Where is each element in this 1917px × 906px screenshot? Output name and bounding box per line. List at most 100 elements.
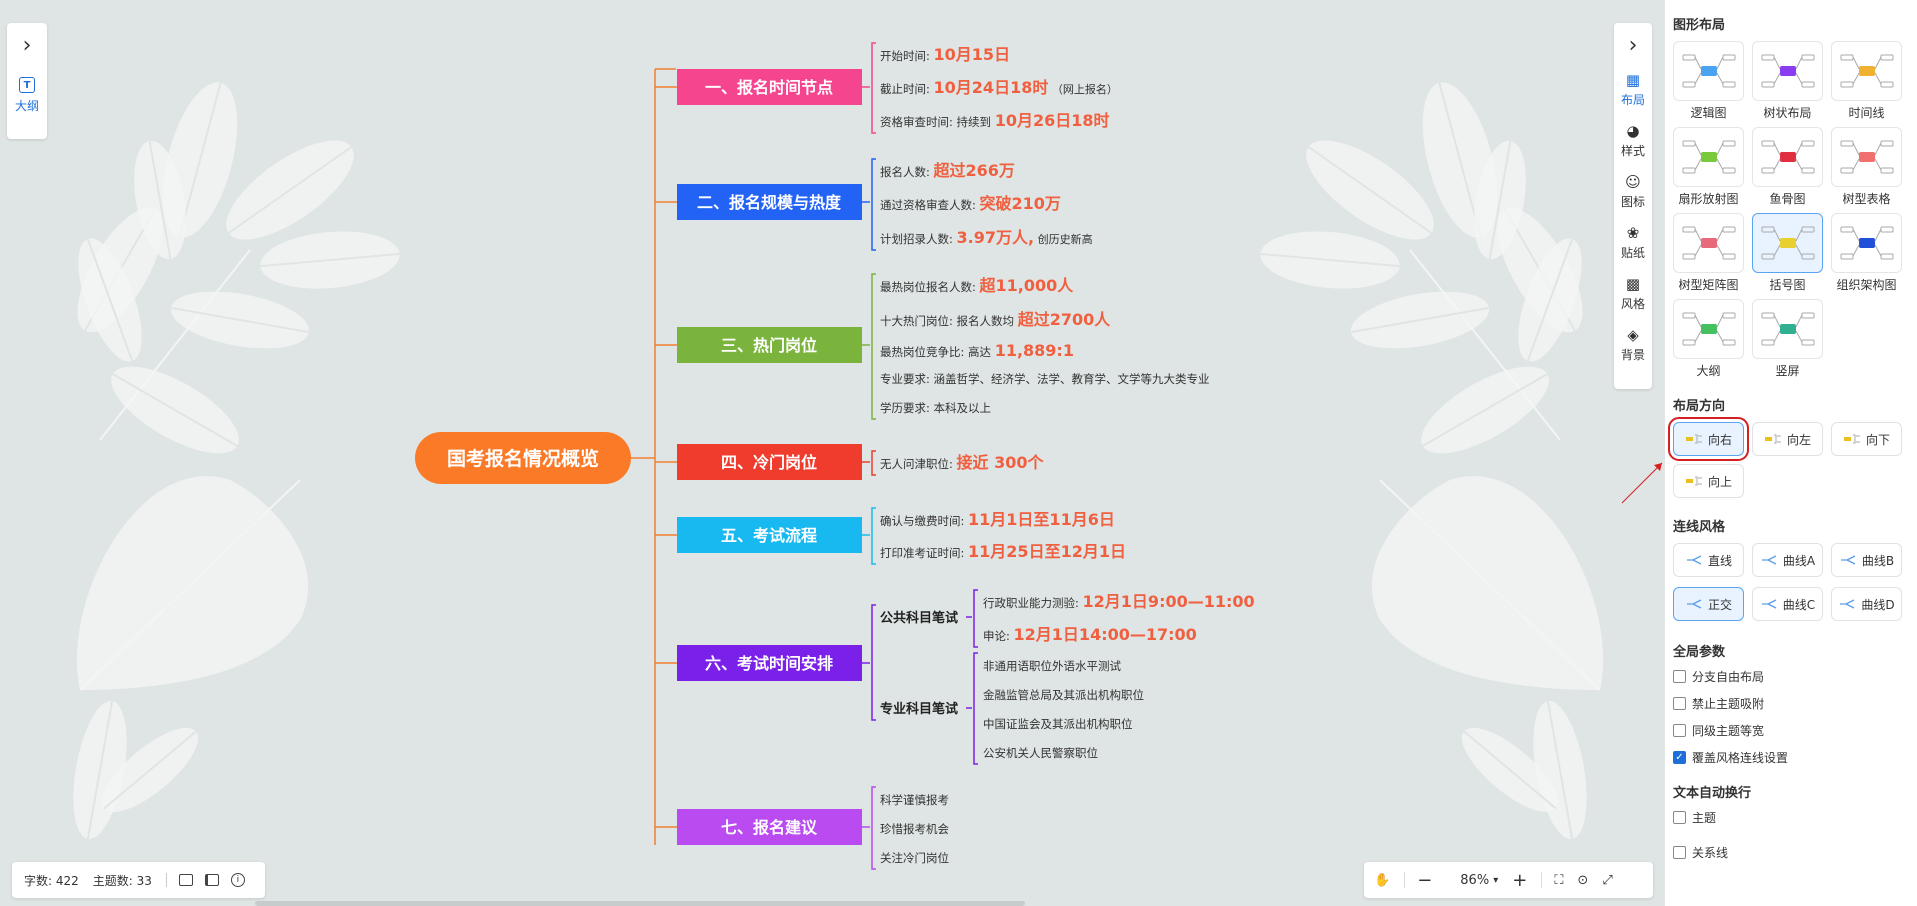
line-style-option[interactable]: 曲线C (1752, 587, 1823, 621)
toolbar-item-palette[interactable]: ◕样式 (1621, 122, 1645, 159)
list-item[interactable]: 非通用语职位外语水平测试 (983, 659, 1121, 673)
list-item[interactable]: 中国证监会及其派出机构职位 (983, 717, 1133, 731)
zoom-in-button[interactable]: + (1512, 869, 1528, 891)
list-item[interactable]: 申论: 12月1日14:00—17:00 (983, 625, 1197, 644)
layout-option[interactable]: 树状布局 (1752, 41, 1823, 121)
mindmap-canvas[interactable]: 国考报名情况概览 一、报名时间节点开始时间: 10月15日截止时间: 10月24日… (0, 0, 1665, 906)
branch-topic[interactable]: 四、冷门岗位 (655, 444, 862, 480)
list-item[interactable]: 资格审查时间: 持续到 10月26日18时 (880, 111, 1110, 130)
line-style-option[interactable]: 曲线D (1831, 587, 1902, 621)
outline-icon[interactable]: T (19, 77, 35, 93)
chevron-right-icon[interactable]: › (1628, 33, 1638, 58)
direction-option[interactable]: 向上 (1673, 464, 1744, 498)
direction-icon (1685, 434, 1702, 444)
direction-option[interactable]: 向右 (1668, 417, 1749, 461)
list-item[interactable]: 公安机关人民警察职位 (983, 746, 1098, 760)
direction-option[interactable]: 向左 (1752, 422, 1823, 456)
layout-option[interactable]: 鱼骨图 (1752, 127, 1823, 207)
list-item[interactable]: 行政职业能力测验: 12月1日9:00—11:00 (983, 592, 1255, 611)
list-item[interactable]: 金融监管总局及其派出机构职位 (983, 688, 1144, 702)
layout-option[interactable]: 逻辑图 (1673, 41, 1744, 121)
fit-screen-icon[interactable]: ⛶ (1554, 872, 1564, 888)
checkbox-option[interactable]: 禁止主题吸附 (1673, 695, 1907, 712)
checkbox[interactable]: ✓ (1673, 751, 1686, 764)
checkbox[interactable] (1673, 697, 1686, 710)
branch-label: 四、冷门岗位 (721, 453, 817, 472)
checkbox[interactable] (1673, 846, 1686, 859)
list-item[interactable]: 最热岗位竞争比: 高达 11,889:1 (880, 341, 1074, 360)
line-style-option[interactable]: 曲线B (1831, 543, 1902, 577)
toolbar-item-layout[interactable]: ▦布局 (1621, 71, 1645, 108)
branch-topic[interactable]: 三、热门岗位 (655, 327, 862, 363)
list-item[interactable]: 计划招录人数: 3.97万人, 创历史新高 (880, 228, 1093, 247)
line-style-option[interactable]: 曲线A (1752, 543, 1823, 577)
subgroup-topic[interactable]: 专业科目笔试 (880, 701, 958, 717)
layout-option[interactable]: 括号图 (1752, 213, 1823, 293)
layout-option[interactable]: 树型矩阵图 (1673, 213, 1744, 293)
line-style-option[interactable]: 直线 (1673, 543, 1744, 577)
fullscreen-icon[interactable]: ⤢ (1602, 872, 1613, 888)
layout-option[interactable]: 树型表格 (1831, 127, 1902, 207)
layout-option[interactable]: 扇形放射图 (1673, 127, 1744, 207)
checkbox-option[interactable]: 关系线 (1673, 844, 1907, 861)
checkbox[interactable] (1673, 724, 1686, 737)
checkbox-option[interactable]: 同级主题等宽 (1673, 722, 1907, 739)
checkbox[interactable] (1673, 670, 1686, 683)
keyboard-icon[interactable] (178, 874, 193, 886)
list-item[interactable]: 十大热门岗位: 报名人数均 超过2700人 (880, 310, 1111, 329)
toolbar-item-grid[interactable]: ▩风格 (1621, 275, 1645, 312)
branch-topic[interactable]: 六、考试时间安排 (655, 645, 862, 681)
subgroup-topic[interactable]: 公共科目笔试 (880, 610, 958, 626)
list-item[interactable]: 专业要求: 涵盖哲学、经济学、法学、教育学、文学等九大类专业 (880, 372, 1210, 386)
info-icon[interactable]: i (230, 873, 245, 887)
list-item[interactable]: 无人问津职位: 接近 300个 (880, 453, 1045, 472)
right-toolbar: › ▦布局 ◕样式 ☺图标 ❀贴纸 ▩风格 ◈背景 (1614, 23, 1652, 389)
checkbox[interactable] (1673, 811, 1686, 824)
list-item[interactable]: 通过资格审查人数: 突破210万 (880, 194, 1061, 213)
line-style-option[interactable]: 正交 (1673, 587, 1744, 621)
checkbox-option[interactable]: 分支自由布局 (1673, 668, 1907, 685)
list-item[interactable]: 确认与缴费时间: 11月1日至11月6日 (880, 510, 1115, 529)
layout-thumbnail (1752, 299, 1823, 359)
branch-topic[interactable]: 二、报名规模与热度 (655, 184, 862, 220)
list-item[interactable]: 截止时间: 10月24日18时 （网上报名） (880, 78, 1118, 97)
branch-topic[interactable]: 五、考试流程 (655, 517, 862, 553)
list-item[interactable]: 科学谨慎报考 (880, 793, 949, 807)
minimap-icon[interactable] (204, 874, 219, 886)
chevron-right-icon[interactable]: › (22, 33, 32, 58)
checkbox-label: 主题 (1692, 811, 1717, 825)
direction-label: 向下 (1865, 432, 1890, 447)
list-item[interactable]: 珍惜报考机会 (880, 822, 949, 836)
layout-section-title: 图形布局 (1673, 18, 1726, 33)
list-item[interactable]: 关注冷门岗位 (880, 851, 949, 865)
horizontal-scrollbar[interactable] (255, 901, 1025, 906)
layout-option[interactable]: 竖屏 (1752, 299, 1823, 379)
toolbar-item-sticker[interactable]: ❀贴纸 (1621, 224, 1645, 261)
layout-option-label: 树型表格 (1842, 192, 1891, 206)
list-item[interactable]: 报名人数: 超过266万 (880, 161, 1015, 180)
checkbox-option[interactable]: ✓覆盖风格连线设置 (1673, 749, 1907, 766)
toolbar-item-smiley[interactable]: ☺图标 (1621, 173, 1645, 210)
list-item[interactable]: 开始时间: 10月15日 (880, 45, 1010, 64)
line-style-label: 直线 (1707, 553, 1732, 568)
zoom-level[interactable]: 86% (1460, 872, 1490, 888)
toolbar-item-layers[interactable]: ◈背景 (1621, 326, 1645, 363)
checkbox-option[interactable]: 主题 (1673, 809, 1907, 826)
branch-topic[interactable]: 一、报名时间节点 (655, 69, 862, 105)
layout-option[interactable]: 组织架构图 (1831, 213, 1902, 293)
layout-option[interactable]: 大纲 (1673, 299, 1744, 379)
item-value: 超过266万 (933, 161, 1015, 180)
center-icon[interactable]: ⊙ (1577, 872, 1589, 888)
root-topic[interactable]: 国考报名情况概览 (415, 432, 631, 484)
zoom-out-button[interactable]: − (1417, 869, 1433, 891)
list-item[interactable]: 学历要求: 本科及以上 (880, 401, 991, 415)
list-item[interactable]: 打印准考证时间: 11月25日至12月1日 (880, 542, 1126, 561)
direction-option[interactable]: 向下 (1831, 422, 1902, 456)
layout-option[interactable]: 时间线 (1831, 41, 1902, 121)
chevron-down-icon[interactable]: ▾ (1493, 874, 1499, 886)
outline-label[interactable]: 大纲 (14, 99, 39, 113)
branch-topic[interactable]: 七、报名建议 (655, 809, 862, 845)
list-item[interactable]: 最热岗位报名人数: 超11,000人 (880, 276, 1074, 295)
hand-icon[interactable]: ✋ (1374, 872, 1391, 888)
